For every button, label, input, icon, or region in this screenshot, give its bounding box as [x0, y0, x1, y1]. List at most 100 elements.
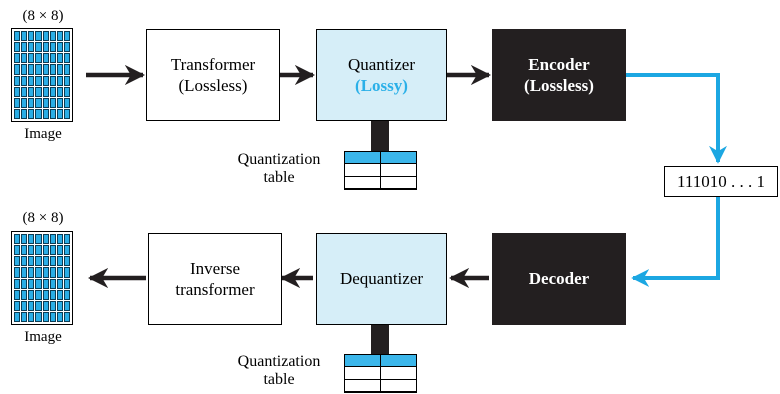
pixel-cell [14, 86, 21, 97]
pixel-cell [63, 300, 70, 311]
pixel-cell [14, 278, 21, 289]
pixel-cell [49, 278, 56, 289]
pixel-cell [14, 245, 21, 256]
pixel-cell [56, 289, 63, 300]
pixel-cell [49, 311, 56, 322]
inverse-transformer-label-line1: Inverse [189, 258, 241, 278]
decoder-box: Decoder [492, 233, 626, 325]
pixel-cell [35, 311, 42, 322]
pixel-cell [49, 86, 56, 97]
pixel-cell [21, 267, 28, 278]
pixel-cell [56, 245, 63, 256]
pixel-cell [21, 300, 28, 311]
pixel-cell [63, 234, 70, 245]
pixel-cell [49, 64, 56, 75]
pixel-cell [56, 42, 63, 53]
pixel-cell [42, 289, 49, 300]
bottom-table-label: Quantization table [216, 353, 342, 390]
encoder-box: Encoder (Lossless) [492, 29, 626, 121]
pixel-cell [35, 256, 42, 267]
pixel-cell [14, 300, 21, 311]
dequantizer-label: Dequantizer [339, 269, 424, 289]
encoder-label-line1: Encoder [528, 54, 590, 74]
transformer-label-line1: Transformer [170, 54, 256, 74]
pixel-cell [28, 234, 35, 245]
pixel-cell [49, 97, 56, 108]
pixel-cell [28, 300, 35, 311]
pixel-cell [35, 108, 42, 119]
pixel-cell [14, 53, 21, 64]
pixel-cell [14, 42, 21, 53]
pixel-cell [35, 31, 42, 42]
pixel-cell [28, 42, 35, 53]
pixel-cell [14, 75, 21, 86]
bitstream-box: 111010 . . . 1 [664, 166, 778, 197]
pixel-cell [56, 278, 63, 289]
pixel-cell [49, 31, 56, 42]
pixel-cell [63, 256, 70, 267]
pixel-cell [28, 108, 35, 119]
pixel-cell [56, 300, 63, 311]
pixel-cell [49, 234, 56, 245]
pixel-cell [35, 245, 42, 256]
pixel-cell [28, 267, 35, 278]
pixel-cell [56, 64, 63, 75]
pixel-cell [21, 97, 28, 108]
pixel-cell [28, 289, 35, 300]
inverse-transformer-label-line2: transformer [175, 280, 255, 299]
pixel-cell [63, 86, 70, 97]
arrow-encoder-to-bitstream [626, 73, 727, 164]
pixel-cell [28, 97, 35, 108]
pixel-cell [21, 234, 28, 245]
pixel-cell [14, 97, 21, 108]
pixel-cell [42, 245, 49, 256]
pixel-cell [21, 278, 28, 289]
pixel-cell [63, 289, 70, 300]
pixel-cell [21, 64, 28, 75]
pixel-cell [28, 311, 35, 322]
pixel-cell [42, 234, 49, 245]
pixel-cell [56, 256, 63, 267]
pixel-cell [56, 86, 63, 97]
pixel-cell [63, 53, 70, 64]
pixel-cell [42, 108, 49, 119]
pixel-cell [56, 234, 63, 245]
pixel-cell [63, 108, 70, 119]
pixel-cell [63, 278, 70, 289]
pixel-cell [49, 245, 56, 256]
pixel-cell [21, 108, 28, 119]
pixel-cell [14, 256, 21, 267]
pixel-cell [14, 31, 21, 42]
pixel-cell [14, 108, 21, 119]
pixel-cell [28, 75, 35, 86]
pixel-cell [35, 97, 42, 108]
pixel-cell [35, 42, 42, 53]
pixel-cell [35, 278, 42, 289]
arrow-bitstream-to-decoder [631, 196, 720, 287]
top-size-label: (8 × 8) [22, 8, 64, 24]
pixel-cell [56, 53, 63, 64]
pixel-cell [35, 53, 42, 64]
pixel-cell [28, 53, 35, 64]
pixel-cell [21, 75, 28, 86]
pixel-cell [35, 267, 42, 278]
dequantizer-table-stem [371, 324, 389, 354]
pixel-cell [56, 75, 63, 86]
bottom-image-grid-icon [11, 231, 73, 325]
pixel-cell [42, 42, 49, 53]
pixel-cell [42, 278, 49, 289]
pixel-cell [21, 256, 28, 267]
pixel-cell [49, 42, 56, 53]
pixel-cell [21, 245, 28, 256]
pixel-cell [49, 300, 56, 311]
pixel-cell [63, 97, 70, 108]
top-table-label: Quantization table [216, 151, 342, 188]
pixel-cell [42, 300, 49, 311]
pixel-cell [21, 289, 28, 300]
pixel-cell [49, 289, 56, 300]
pixel-cell [28, 245, 35, 256]
pixel-cell [35, 86, 42, 97]
pixel-cell [63, 311, 70, 322]
top-quantization-table-icon [344, 151, 417, 190]
pixel-cell [42, 86, 49, 97]
